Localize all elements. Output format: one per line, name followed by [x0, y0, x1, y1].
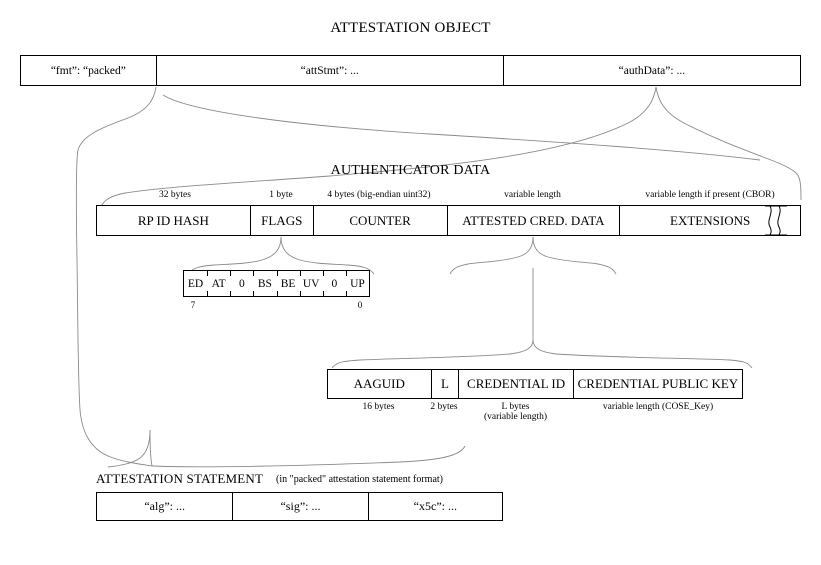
- break-symbol: [765, 205, 787, 236]
- authenticator-data-row: RP ID HASH FLAGS COUNTER ATTESTED CRED. …: [96, 205, 801, 236]
- flag-bit-rfu-2[interactable]: 0: [322, 271, 346, 296]
- flag-bit-uv[interactable]: UV: [299, 271, 323, 296]
- flag-bit-at[interactable]: AT: [207, 271, 230, 296]
- field-attstmt[interactable]: “attStmt”: ...: [155, 56, 503, 85]
- field-rp-id-hash[interactable]: RP ID HASH: [137, 212, 209, 228]
- flag-bit-up[interactable]: UP: [345, 271, 369, 296]
- flag-bit-rfu-1[interactable]: 0: [230, 271, 253, 296]
- flag-bit-be[interactable]: BE: [276, 271, 300, 296]
- attestation-statement-title: ATTESTATION STATEMENT: [96, 471, 264, 486]
- caption-rp-id-hash-size: 32 bytes: [159, 190, 191, 200]
- field-credential-id[interactable]: CREDENTIAL ID: [458, 370, 572, 398]
- field-flags[interactable]: FLAGS: [249, 206, 313, 235]
- caption-extensions-size: variable length if present (CBOR): [645, 190, 775, 200]
- flags-bit-box: ED AT 0 BS BE UV 0 UP: [183, 270, 370, 297]
- field-extensions[interactable]: EXTENSIONS: [619, 206, 800, 235]
- flag-bit-ed[interactable]: ED: [187, 277, 204, 290]
- field-fmt[interactable]: “fmt”: “packed”: [50, 64, 126, 77]
- caption-attested-cred-data-size: variable length: [504, 190, 561, 200]
- field-authdata[interactable]: “authData”: ...: [502, 56, 800, 85]
- field-alg[interactable]: “alg”: ...: [144, 499, 185, 513]
- attestation-object-row: “fmt”: “packed” “attStmt”: ... “authData…: [20, 55, 801, 86]
- caption-credential-public-key-size: variable length (COSE_Key): [602, 402, 714, 412]
- flag-bit-bs[interactable]: BS: [253, 271, 276, 296]
- attestation-statement-note: (in "packed" attestation statement forma…: [276, 474, 443, 485]
- caption-credential-id-size: L bytes: [501, 402, 530, 412]
- bit-index-high: 7: [190, 300, 196, 310]
- page-title: ATTESTATION OBJECT: [330, 20, 491, 36]
- attested-credential-data-row: AAGUID L CREDENTIAL ID CREDENTIAL PUBLIC…: [327, 369, 743, 399]
- caption-l-size: 2 bytes: [430, 402, 458, 412]
- authenticator-data-title: AUTHENTICATOR DATA: [330, 163, 491, 178]
- bit-index-low: 0: [357, 300, 363, 310]
- caption-aaguid-size: 16 bytes: [362, 402, 395, 412]
- caption-counter-size: 4 bytes (big-endian uint32): [327, 190, 431, 200]
- field-credential-public-key[interactable]: CREDENTIAL PUBLIC KEY: [572, 370, 742, 398]
- field-aaguid[interactable]: AAGUID: [353, 376, 405, 391]
- field-sig[interactable]: “sig”: ...: [232, 493, 367, 520]
- attestation-statement-row: “alg”: ... “sig”: ... “x5c”: ...: [96, 492, 503, 521]
- field-counter[interactable]: COUNTER: [312, 206, 447, 235]
- field-x5c[interactable]: “x5c”: ...: [367, 493, 502, 520]
- field-l[interactable]: L: [430, 370, 459, 398]
- caption-credential-id-size-note: (variable length): [483, 412, 548, 422]
- caption-flags-size: 1 byte: [269, 190, 293, 200]
- field-attested-cred-data[interactable]: ATTESTED CRED. DATA: [446, 206, 620, 235]
